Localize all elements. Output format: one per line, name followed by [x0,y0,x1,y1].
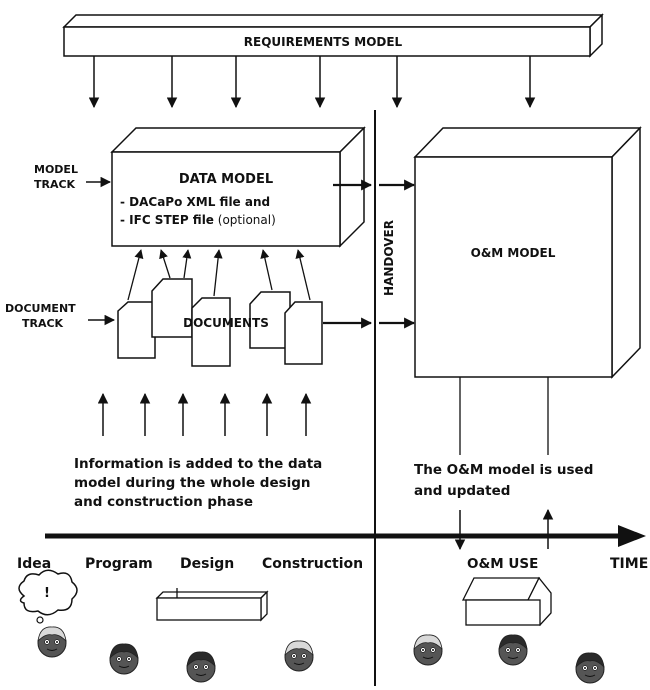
documents-label: DOCUMENTS [183,316,269,330]
requirements-arrows [88,56,536,109]
handover-label: HANDOVER [382,220,396,296]
document-sheet-5 [284,301,323,365]
left-note-line-3: and construction phase [74,494,253,510]
design-slab-icon [155,588,269,622]
om-use-label: O&M USE [467,556,538,572]
data-model-title: DATA MODEL [179,172,273,187]
person-face-icon-6 [498,634,528,666]
person-face-icon-1 [37,626,67,658]
time-axis-arrowhead [618,525,646,547]
om-model-box: O&M MODEL [413,126,642,379]
phase-design: Design [180,556,234,572]
data-model-line-2: - IFC STEP file (optional) [120,213,276,227]
thought-bubble-icon: ! [18,569,78,624]
person-face-icon-7 [575,652,605,684]
data-model-line-2-rest: (optional) [214,213,276,227]
house-icon [461,576,552,627]
track-labels: MODEL TRACK DOCUMENT TRACK [5,163,116,330]
person-face-icon-2 [109,643,139,675]
data-model-line-1: - DACaPo XML file and [120,195,270,209]
left-note-line-2: model during the whole design [74,475,311,491]
phase-construction: Construction [262,556,363,572]
information-arrows [97,392,312,436]
timeline: Idea Program Design Construction O&M USE… [17,525,648,572]
document-to-model-arrows [127,249,311,301]
om-model-title: O&M MODEL [471,246,556,260]
left-note: Information is added to the data model d… [74,456,322,510]
data-model-box: DATA MODEL - DACaPo XML file and - IFC S… [110,126,366,248]
handover-arrows [323,179,416,329]
thought-bubble-mark: ! [44,586,50,601]
time-label: TIME [610,556,648,572]
left-note-line-1: Information is added to the data [74,456,322,472]
model-track-label-1: MODEL [34,163,78,176]
right-note: The O&M model is used and updated [414,462,593,499]
model-track-label-2: TRACK [34,178,76,191]
document-track-label-1: DOCUMENT [5,302,76,315]
people-group [37,626,605,684]
documents-group [117,278,323,367]
right-note-line-2: and updated [414,483,510,499]
right-note-line-1: The O&M model is used [414,462,593,478]
data-model-line-2-bold: - IFC STEP file [120,213,214,227]
document-sheet-1 [117,301,156,359]
phase-idea: Idea [17,556,51,572]
requirements-model-title: REQUIREMENTS MODEL [244,35,403,49]
phase-program: Program [85,556,153,572]
document-sheet-3 [191,297,231,367]
person-face-icon-4 [284,640,314,672]
person-face-icon-3 [186,651,216,683]
person-face-icon-5 [413,634,443,666]
requirements-model-box: REQUIREMENTS MODEL [62,13,604,58]
document-track-label-2: TRACK [22,317,64,330]
